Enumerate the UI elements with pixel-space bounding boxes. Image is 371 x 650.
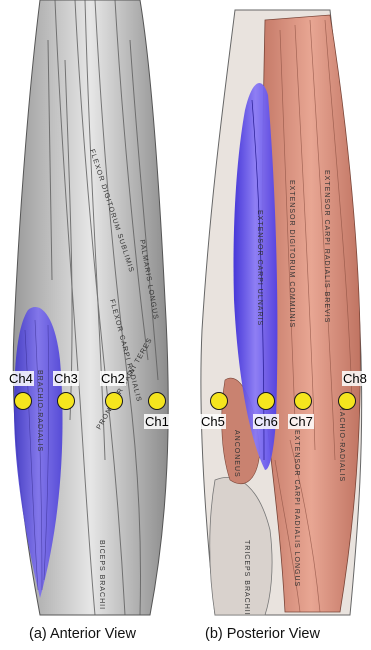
label-anconeus: ANCONEUS	[233, 430, 240, 478]
posterior-forearm-illustration: EXTENSOR CARPI ULNARIS EXTENSOR DIGITORU…	[190, 0, 371, 620]
posterior-view-panel: EXTENSOR CARPI ULNARIS EXTENSOR DIGITORU…	[190, 0, 371, 620]
label-ecrl: EXTENSOR CARPI RADIALIS LONGUS	[293, 430, 300, 587]
electrode-ch5-label: Ch5	[200, 414, 226, 429]
label-brachioradialis-post: BRACHIO-RADIALIS	[338, 400, 345, 482]
electrode-ch6-dot	[257, 392, 275, 410]
label-biceps: BICEPS BRACHII	[98, 540, 105, 610]
electrode-ch3-dot	[57, 392, 75, 410]
label-triceps: TRICEPS BRACHII	[243, 540, 250, 616]
caption-anterior: (a) Anterior View	[29, 626, 136, 642]
label-edc: EXTENSOR DIGITORUM COMMUNIS	[288, 180, 295, 328]
electrode-ch3-label: Ch3	[53, 371, 79, 386]
electrode-ch4-dot	[14, 392, 32, 410]
caption-posterior: (b) Posterior View	[205, 626, 320, 642]
electrode-ch4-label: Ch4	[8, 371, 34, 386]
electrode-ch6-label: Ch6	[253, 414, 279, 429]
electrode-ch7-label: Ch7	[288, 414, 314, 429]
electrode-ch2-dot	[105, 392, 123, 410]
electrode-ch8-label: Ch8	[342, 371, 368, 386]
anterior-view-panel: BRACHIO-RADIALIS FLEXOR DIGITORUM SUBLIM…	[0, 0, 184, 620]
electrode-ch7-dot	[294, 392, 312, 410]
anterior-forearm-illustration: BRACHIO-RADIALIS FLEXOR DIGITORUM SUBLIM…	[0, 0, 184, 620]
label-ecrb: EXTENSOR CARPI RADIALIS BREVIS	[323, 170, 330, 323]
label-brachioradialis: BRACHIO-RADIALIS	[36, 370, 43, 452]
electrode-ch1-dot	[148, 392, 166, 410]
electrode-ch2-label: Ch2	[100, 371, 126, 386]
electrode-ch1-label: Ch1	[144, 414, 170, 429]
electrode-ch8-dot	[338, 392, 356, 410]
electrode-ch5-dot	[210, 392, 228, 410]
label-ecu: EXTENSOR CARPI ULNARIS	[256, 210, 263, 326]
